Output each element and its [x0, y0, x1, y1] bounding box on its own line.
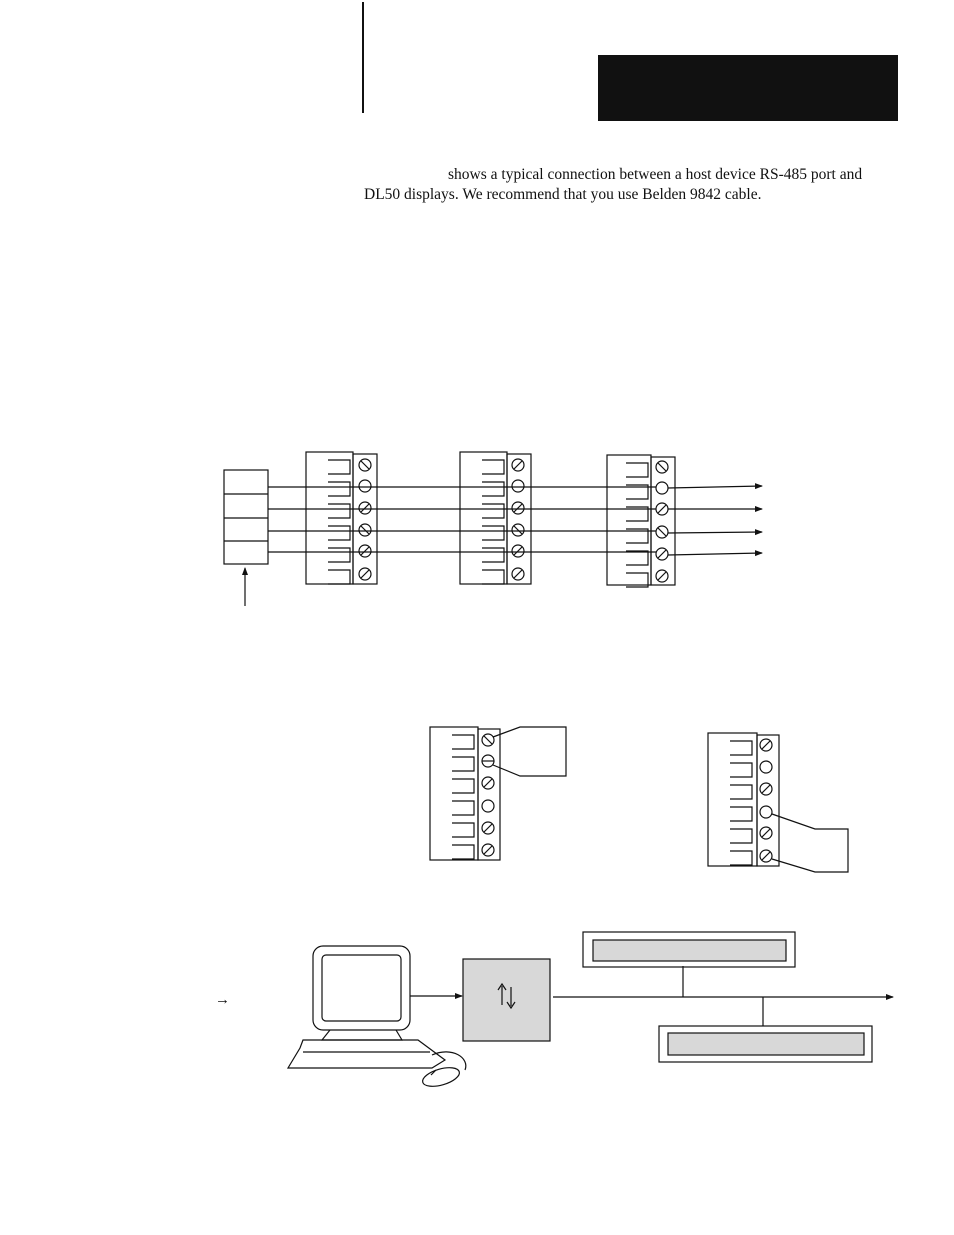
display-connector-2 [459, 451, 532, 585]
jumper-connector-b [707, 732, 849, 873]
rs485-converter [462, 958, 551, 1042]
display-connector-3 [606, 454, 676, 588]
dl50-display-2 [658, 1025, 873, 1063]
display-connector-1 [305, 451, 378, 585]
margin-rule [362, 2, 364, 113]
jumper-connector-a [429, 726, 567, 861]
intro-line-2: DL50 displays. We recommend that you use… [364, 186, 762, 203]
bus-wires [268, 483, 763, 557]
intro-paragraph: shows a typical connection between a hos… [364, 165, 924, 205]
chapter-tab [598, 55, 898, 121]
converter-arrows [497, 982, 516, 1010]
intro-line-1: shows a typical connection between a hos… [448, 166, 863, 183]
host-computer [286, 945, 467, 1087]
dl50-display-1 [582, 931, 796, 968]
arrow-glyph: → [215, 992, 230, 1008]
host-terminal-block [223, 469, 269, 565]
